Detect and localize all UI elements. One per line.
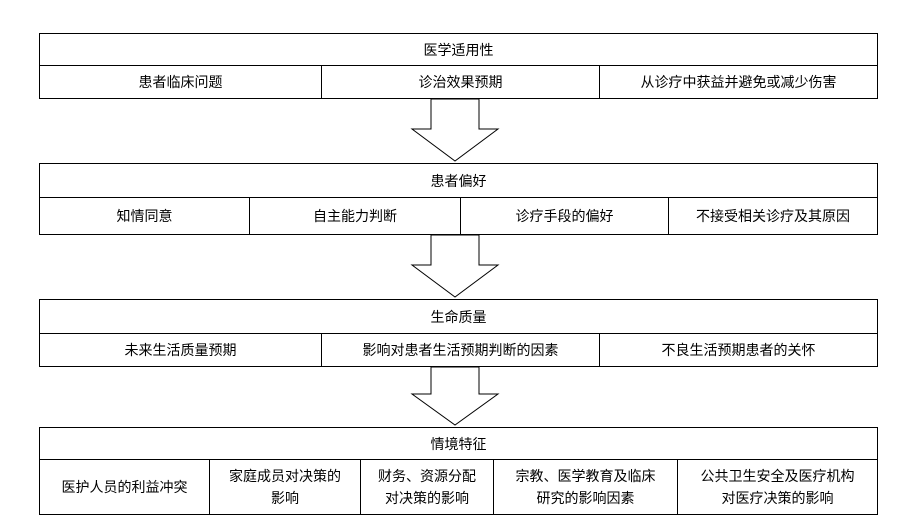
block-cell: 从诊疗中获益并避免或减少伤害 [640, 74, 837, 91]
block-contextual-features: 情境特征 医护人员的利益冲突 家庭成员对决策的 影响 财务、资源分配 对决策的影… [39, 427, 878, 515]
down-arrow-icon [410, 367, 500, 426]
down-arrow-icon [410, 235, 500, 298]
block-cell: 患者临床问题 [40, 66, 322, 99]
block-patient-preference: 患者偏好 知情同意 自主能力判断 诊疗手段的偏好 不接受相关诊疗及其原因 [39, 163, 878, 235]
block-title-text: 情境特征 [430, 436, 487, 453]
block-cell: 不良生活预期患者的关怀 [661, 342, 816, 359]
block-medical-indication: 医学适用性 患者临床问题 诊治效果预期 从诊疗中获益并避免或减少伤害 [39, 33, 878, 99]
block-quality-of-life: 生命质量 未来生活质量预期 影响对患者生活预期判断的因素 不良生活预期患者的关怀 [39, 299, 878, 367]
block-title: 患者偏好 [40, 164, 877, 198]
block-cell: 未来生活质量预期 [40, 334, 322, 367]
block-cell: 财务、资源分配 对决策的影响 [361, 460, 494, 515]
block-title: 生命质量 [40, 300, 877, 334]
block-cell: 医护人员的利益冲突 [40, 460, 210, 515]
block-title: 医学适用性 [40, 34, 877, 66]
block-cell: 诊治效果预期 [322, 66, 600, 99]
block-title-text: 患者偏好 [430, 173, 487, 190]
block-title-text: 生命质量 [430, 309, 487, 326]
block-cell: 影响对患者生活预期判断的因素 [322, 334, 600, 367]
block-cell: 不接受相关诊疗及其原因 [696, 208, 850, 225]
block-cell: 知情同意 [40, 198, 250, 235]
block-cell: 诊疗手段的偏好 [461, 198, 669, 235]
block-cell: 宗教、医学教育及临床 研究的影响因素 [494, 460, 678, 515]
block-cell: 公共卫生安全及医疗机构 对医疗决策的影响 [700, 468, 855, 507]
block-cell: 自主能力判断 [250, 198, 461, 235]
block-title: 情境特征 [40, 428, 877, 460]
block-cell: 家庭成员对决策的 影响 [210, 460, 361, 515]
down-arrow-icon [410, 99, 500, 162]
block-title-text: 医学适用性 [423, 42, 494, 59]
